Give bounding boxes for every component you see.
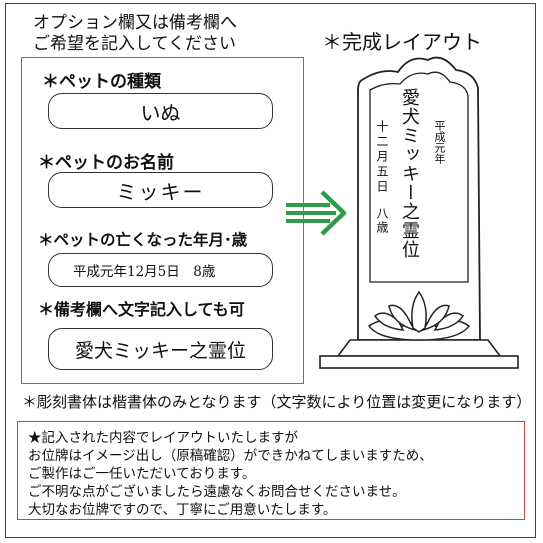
tablet-era-inscription: 平成元年 (433, 120, 446, 164)
death-date-label: ＊ペットの亡くなった年月･歳 (38, 231, 248, 249)
font-note: ＊彫刻書体は楷書体のみとなります（文字数により位置は変更になります） (22, 393, 532, 411)
memorial-tablet-illustration (319, 56, 519, 369)
remarks-value: 愛犬ミッキー之霊位 (74, 339, 246, 362)
pet-name-label: ＊ペットのお名前 (38, 153, 174, 173)
tablet-date-inscription: 十二月五日 (375, 120, 389, 195)
notice-line-2: お位牌はイメージ出し（原稿確認）ができかねてしまいますため、 (28, 448, 433, 464)
pet-type-field: いぬ (48, 93, 273, 129)
notice-box: ★記入された内容でレイアウトいたしますが お位牌はイメージ出し（原稿確認）ができ… (17, 421, 525, 520)
pet-name-field: ミッキー (48, 172, 273, 208)
death-date-value: 平成元年12月5日 8歳 (73, 264, 216, 280)
tablet-age-inscription: 八歳 (375, 207, 389, 235)
pet-type-label: ＊ペットの種類 (42, 72, 161, 92)
layout-title: ＊完成レイアウト (322, 30, 482, 54)
remarks-label: ＊備考欄へ文字記入しても可 (38, 300, 245, 319)
notice-line-3: ご製作はご一任いただいております。 (28, 466, 256, 482)
outer-frame (5, 3, 536, 538)
notice-line-5: 大切なお位牌ですので、丁寧にご用意いたします。 (28, 502, 337, 518)
tablet-main-inscription: 愛犬ミッキー之霊位 (399, 88, 420, 259)
instruction-subheading: ご希望を記入してください (33, 34, 236, 54)
notice-line-4: ご不明な点がございましたら遠慮なくお問合せくださいませ。 (28, 484, 406, 500)
pet-name-value: ミッキー (116, 179, 205, 204)
arrow-right-icon (286, 190, 347, 236)
remarks-field: 愛犬ミッキー之霊位 (48, 328, 273, 370)
pet-type-value: いぬ (140, 100, 181, 125)
death-date-field: 平成元年12月5日 8歳 (48, 253, 273, 287)
instruction-heading: オプション欄又は備考欄へ (33, 13, 237, 33)
notice-line-1: ★記入された内容でレイアウトいたしますが (28, 430, 298, 446)
lotus-icon (367, 290, 471, 341)
